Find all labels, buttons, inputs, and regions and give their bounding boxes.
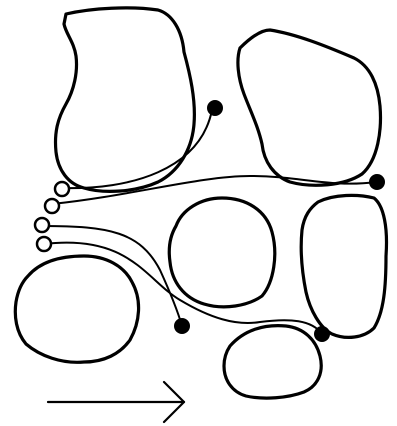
end-point-2 [369,174,385,190]
obstacle-center [169,198,275,307]
start-point-4 [37,237,51,251]
obstacle-top-right [238,30,381,185]
start-point-2 [45,199,59,213]
end-point-4 [314,326,330,342]
direction-arrow [48,382,184,422]
obstacle-bottom-center [224,326,321,398]
end-point-1 [207,100,223,116]
obstacle-right [301,195,386,337]
obstacle-bottom-left [15,256,138,362]
start-point-3 [35,218,49,232]
start-point-1 [55,182,69,196]
end-point-3 [174,318,190,334]
